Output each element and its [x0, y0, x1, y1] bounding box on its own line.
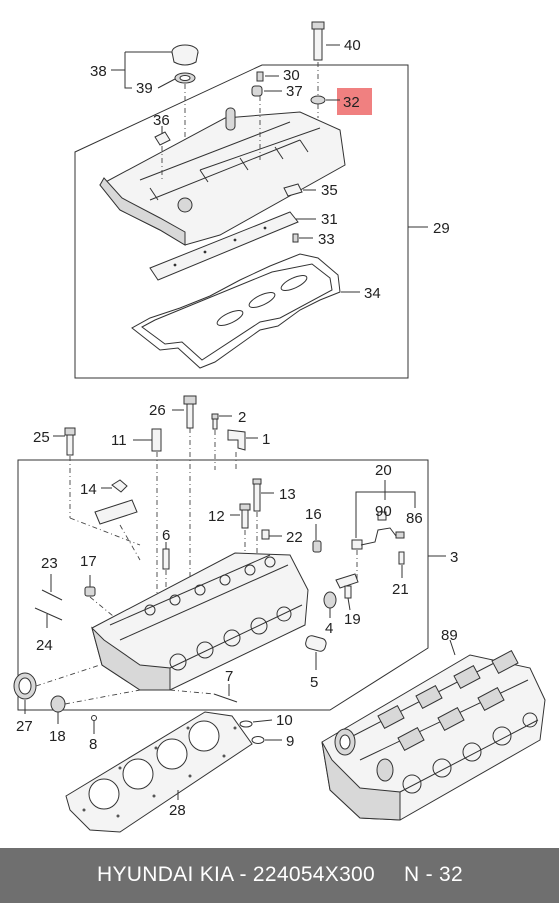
- callout-5: 5: [310, 674, 318, 691]
- callout-24: 24: [36, 637, 53, 654]
- callout-31: 31: [321, 211, 338, 228]
- callout-89: 89: [441, 627, 458, 644]
- callout-33: 33: [318, 231, 335, 248]
- callout-39: 39: [136, 80, 153, 97]
- callout-22: 22: [286, 529, 303, 546]
- callout-25: 25: [33, 429, 50, 446]
- callout-16: 16: [305, 506, 322, 523]
- callout-40: 40: [344, 37, 361, 54]
- callout-4: 4: [325, 620, 333, 637]
- callout-12: 12: [208, 508, 225, 525]
- callout-17: 17: [80, 553, 97, 570]
- callout-7: 7: [225, 668, 233, 685]
- callout-1: 1: [262, 431, 270, 448]
- callout-18: 18: [49, 728, 66, 745]
- valve-cover-group: [74, 21, 428, 379]
- callout-90: 90: [375, 503, 392, 520]
- callout-2: 2: [238, 409, 246, 426]
- callout-23: 23: [41, 555, 58, 572]
- callout-9: 9: [286, 733, 294, 750]
- exploded-parts-diagram: 38 39 40 30 37 32 36 35 31 33 34 29: [13, 21, 546, 833]
- footer-bar: HYUNDAI KIA - 224054X300 N - 32: [0, 848, 559, 903]
- callout-35: 35: [321, 182, 338, 199]
- callout-10: 10: [276, 712, 293, 729]
- callout-86: 86: [406, 510, 423, 527]
- callout-27: 27: [16, 718, 33, 735]
- cylinder-head-group: [13, 395, 546, 833]
- highlight-32: [337, 88, 372, 115]
- upper-callouts: 38 39 40 30 37 32 36 35 31 33 34 29: [90, 37, 450, 302]
- callout-3: 3: [450, 549, 458, 566]
- callout-8: 8: [89, 736, 97, 753]
- callout-20: 20: [375, 462, 392, 479]
- callout-38: 38: [90, 63, 107, 80]
- callout-28: 28: [169, 802, 186, 819]
- page-reference-label: N - 32: [404, 863, 463, 886]
- callout-11: 11: [111, 432, 127, 449]
- callout-34: 34: [364, 285, 381, 302]
- callout-37: 37: [286, 83, 303, 100]
- callout-14: 14: [80, 481, 97, 498]
- lower-callouts: 26 2 1 25 11 14 13 12 22 16 6 20 90 86 3…: [16, 402, 458, 819]
- callout-6: 6: [162, 527, 170, 544]
- callout-19: 19: [344, 611, 361, 628]
- callout-30: 30: [283, 67, 300, 84]
- callout-29: 29: [433, 220, 450, 237]
- callout-36: 36: [153, 112, 170, 129]
- callout-26: 26: [149, 402, 166, 419]
- callout-21: 21: [392, 581, 409, 598]
- callout-32: 32: [343, 94, 360, 111]
- callout-13: 13: [279, 486, 296, 503]
- part-number-label: HYUNDAI KIA - 224054X300: [97, 863, 376, 886]
